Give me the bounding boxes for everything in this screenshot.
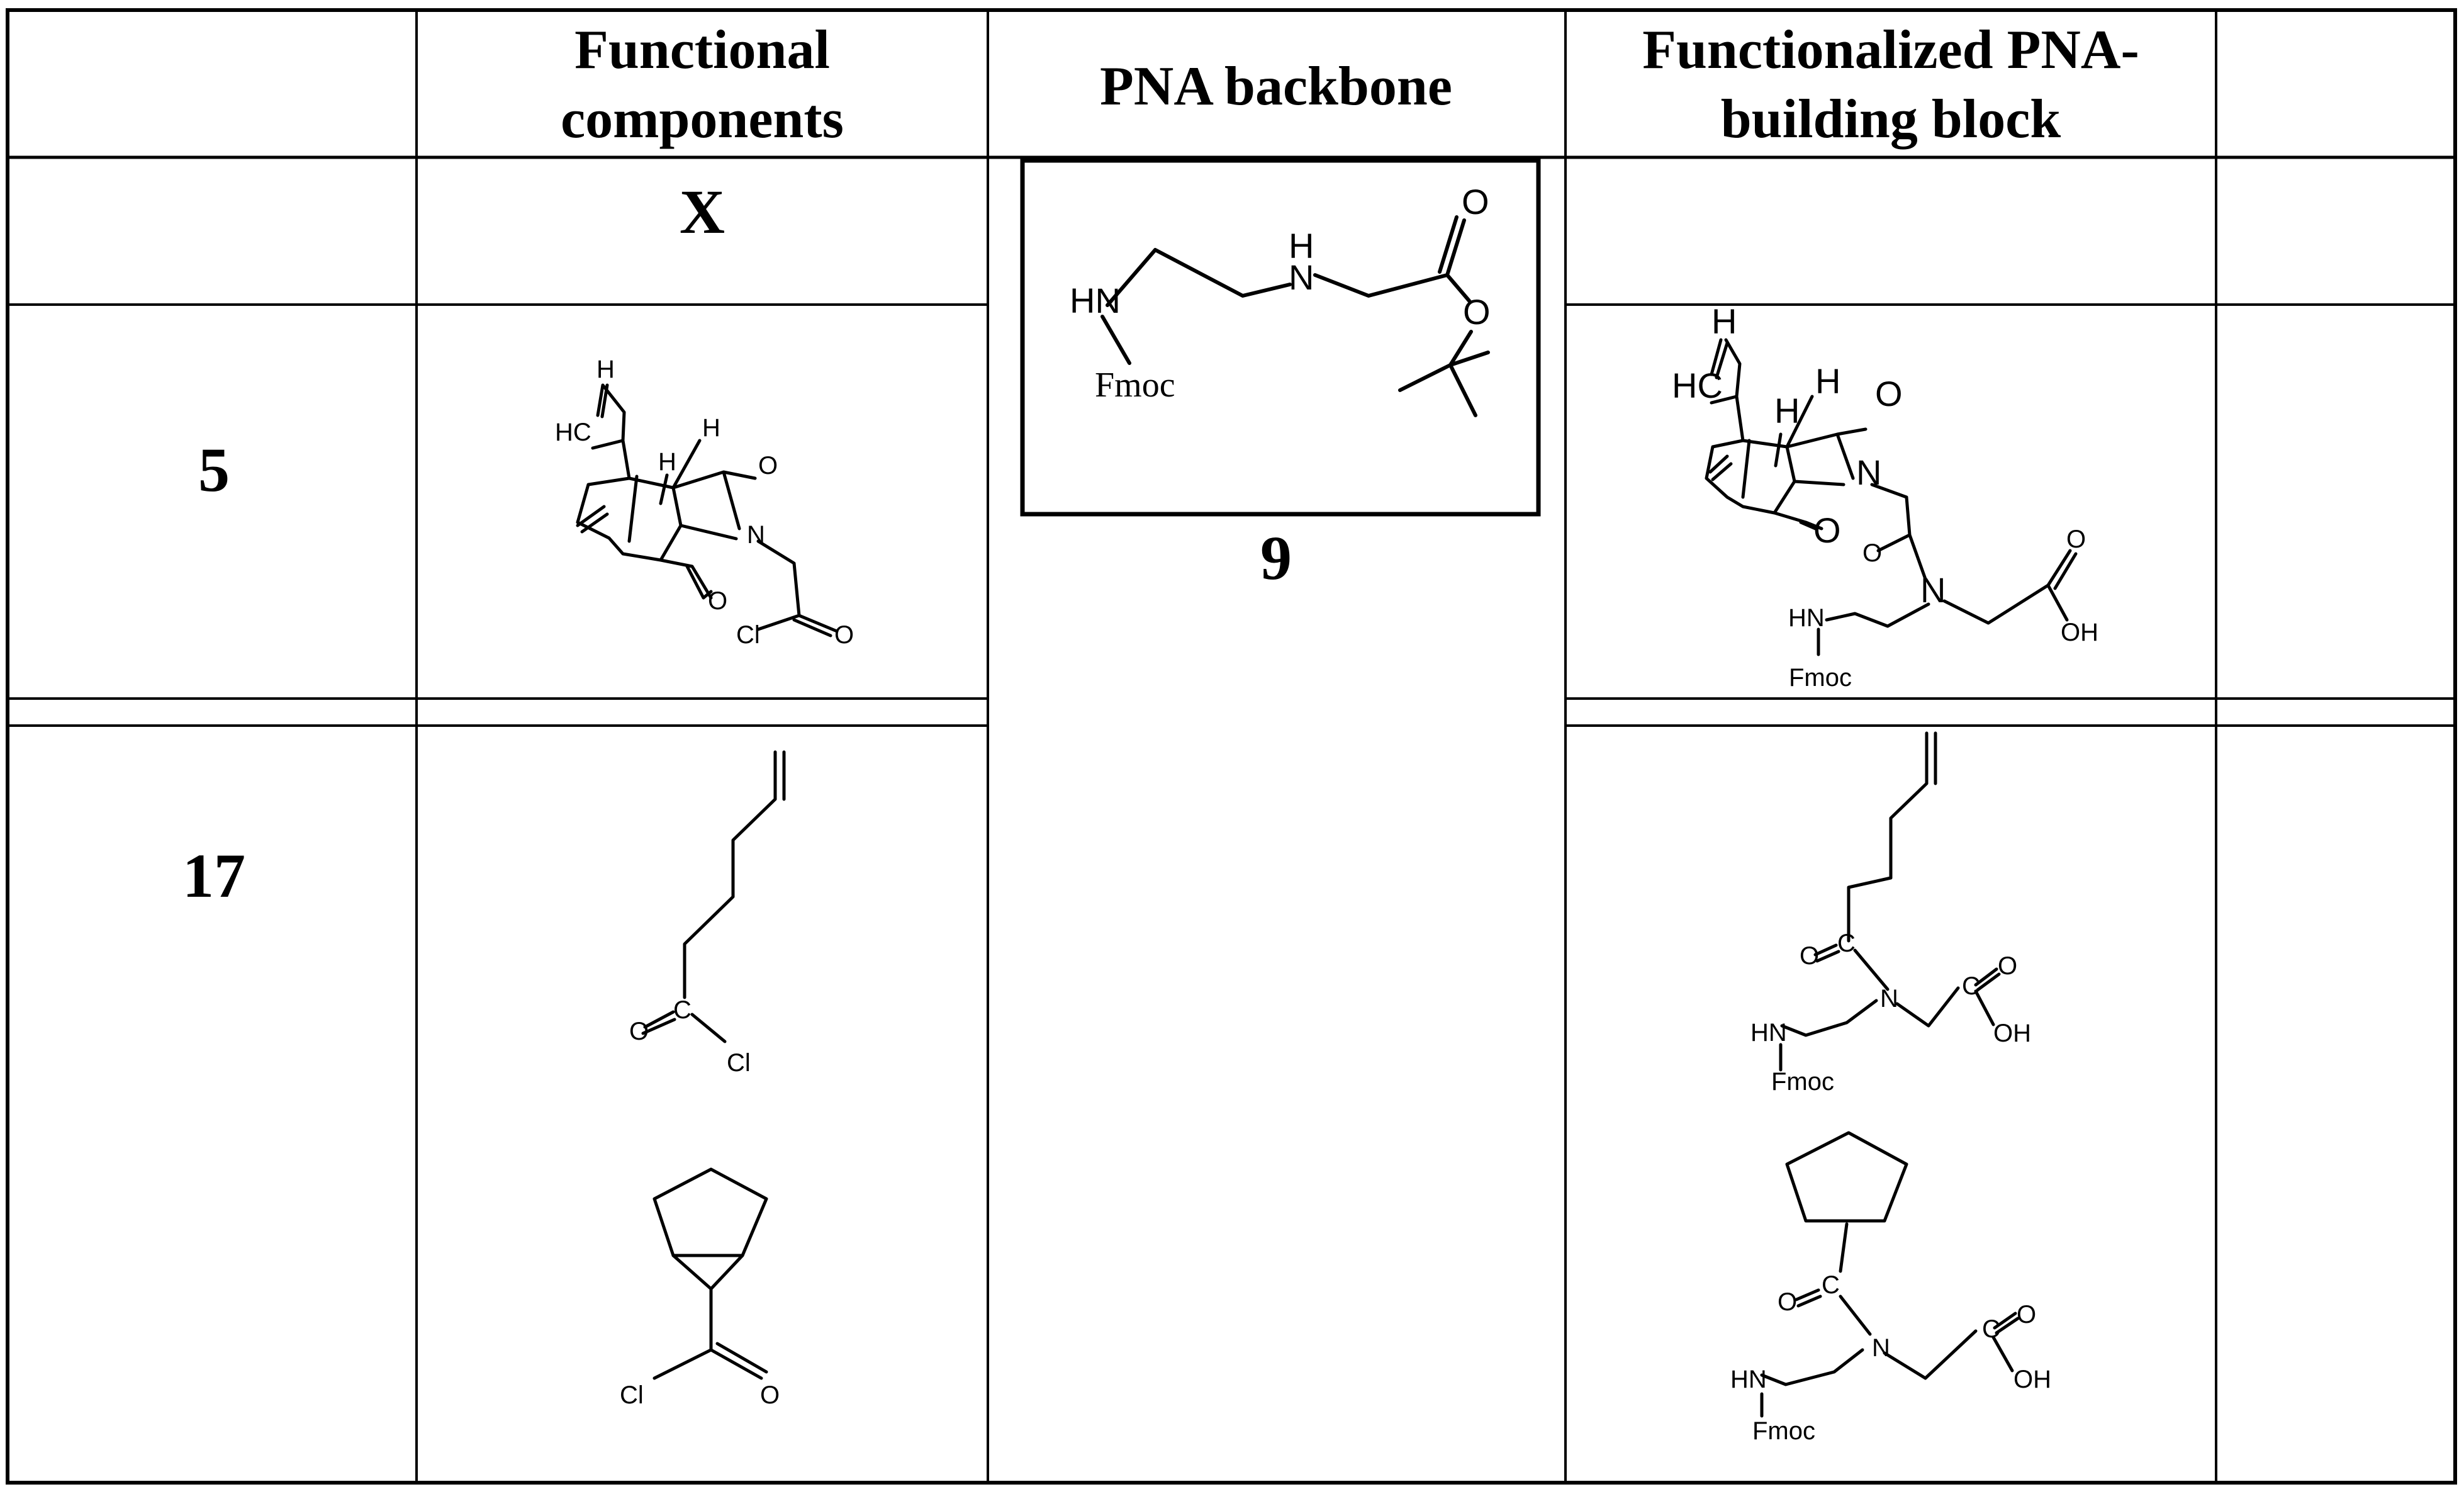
row-x-label: X xyxy=(680,177,725,247)
r5-h-mid: H xyxy=(658,448,676,476)
table-grid xyxy=(6,8,2457,1485)
backbone-n-label: N xyxy=(1289,257,1314,297)
row17-hexenoyl-pna-block: O C N C O OH HN Fmoc xyxy=(1750,731,2031,1096)
header-functionalized-block-2: building block xyxy=(1721,89,2061,150)
row5-functional-component: H HC H H O N O Cl O xyxy=(555,356,854,649)
r17b-hn: HN xyxy=(1750,1019,1787,1047)
r17c-o1: O xyxy=(1778,1288,1797,1316)
r5b-h-right: H xyxy=(1815,361,1840,401)
r5b-h-mid: H xyxy=(1774,391,1800,430)
r17c-c2: C xyxy=(1982,1315,2000,1343)
r17-cl2: Cl xyxy=(620,1381,644,1409)
header-pna-backbone: PNA backbone xyxy=(1100,56,1452,117)
backbone-fmoc-label: Fmoc xyxy=(1095,366,1175,405)
pna-backbone-structure: HN Fmoc H N O O xyxy=(1020,158,1541,517)
r17-c1: C xyxy=(673,996,692,1024)
r17-cl1: Cl xyxy=(727,1049,751,1077)
backbone-compound-id: 9 xyxy=(1260,523,1292,593)
header-functional-components-2: components xyxy=(561,89,844,150)
backbone-box xyxy=(1020,158,1541,517)
header-functional-components-1: Functional xyxy=(574,20,830,81)
r17b-oh: OH xyxy=(1993,1019,2031,1047)
r5b-o-bottom: O xyxy=(1813,510,1841,550)
backbone-o1-label: O xyxy=(1462,182,1489,222)
r5-cl: Cl xyxy=(736,621,760,649)
row5-functionalized-block: H HC H H O N O O N O OH HN Fmoc xyxy=(1672,301,2098,692)
backbone-h-label: H xyxy=(1289,226,1314,266)
r5-hc: HC xyxy=(555,418,591,446)
r17b-c1: C xyxy=(1837,930,1856,957)
r17c-oh: OH xyxy=(2013,1366,2051,1393)
r5b-o-amide: O xyxy=(1862,539,1882,567)
row17-cyclopentanecarbonyl-chloride: Cl O xyxy=(620,1167,780,1409)
row-label-5: 5 xyxy=(198,435,230,505)
r17c-c1: C xyxy=(1822,1271,1840,1299)
r5b-o-acid: O xyxy=(2066,525,2086,553)
r17-o2: O xyxy=(760,1381,780,1409)
r17b-o2: O xyxy=(1998,952,2017,980)
r5-o-top: O xyxy=(758,452,778,480)
row17-cyclopentane-pna-block: O C N C O OH HN Fmoc xyxy=(1730,1131,2051,1445)
table-border xyxy=(6,8,2457,1485)
r5-o-acyl: O xyxy=(834,621,854,649)
r5b-oh: OH xyxy=(2061,619,2098,646)
r17c-n: N xyxy=(1872,1334,1890,1362)
row-label-17: 17 xyxy=(182,841,245,911)
r5-h-top: H xyxy=(596,356,615,383)
header-functionalized-block-1: Functionalized PNA- xyxy=(1642,20,2139,81)
r17c-fmoc: Fmoc xyxy=(1752,1417,1815,1445)
r17c-hn: HN xyxy=(1730,1366,1767,1393)
r5-h-right: H xyxy=(702,414,720,442)
r5b-o-top: O xyxy=(1875,374,1903,413)
r17c-o2: O xyxy=(2017,1301,2036,1328)
r17b-fmoc: Fmoc xyxy=(1771,1068,1834,1096)
row17-hexenoyl-chloride: O C Cl xyxy=(629,750,786,1077)
r5b-hn: HN xyxy=(1788,604,1825,632)
r5b-hc: HC xyxy=(1672,366,1723,405)
r5b-h-top: H xyxy=(1711,301,1737,341)
r5b-fmoc: Fmoc xyxy=(1789,664,1852,692)
